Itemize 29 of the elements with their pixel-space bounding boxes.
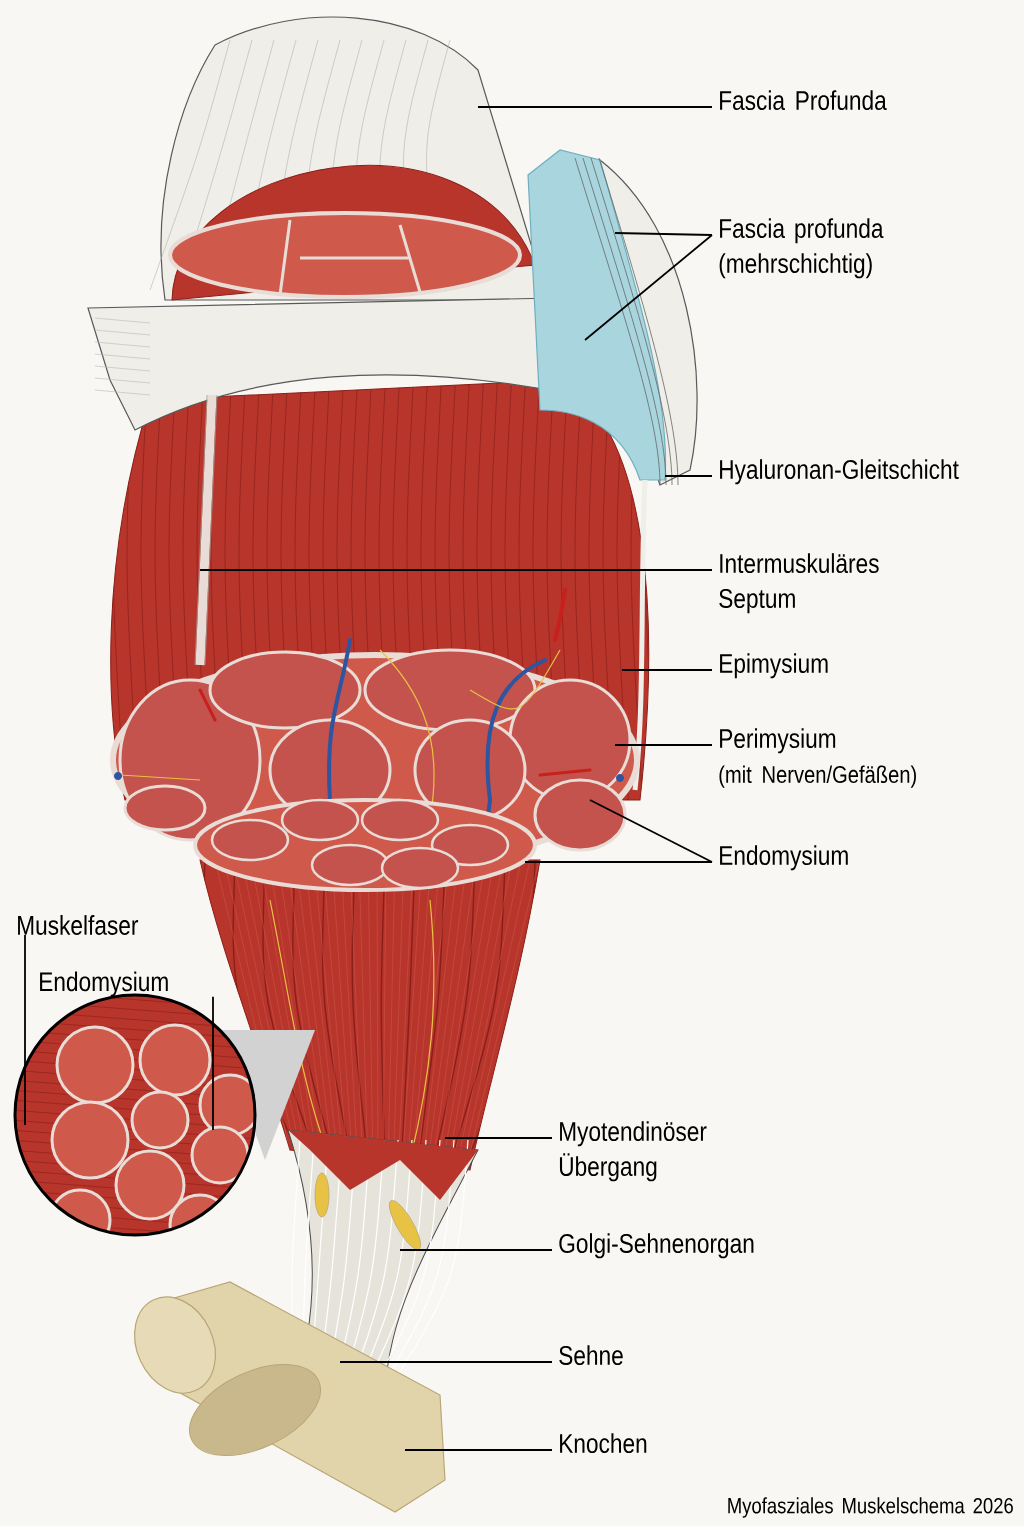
label: Fascia profunda (mehrschichtig) <box>719 218 884 279</box>
leader-line <box>584 234 713 341</box>
leader-line <box>621 669 713 671</box>
leader-line <box>404 1449 553 1451</box>
label: Golgi-Sehnenorgan <box>559 1233 754 1259</box>
leader-line <box>199 569 713 571</box>
leader-line <box>444 1137 553 1139</box>
label: Myotendinöser Übergang <box>559 1121 707 1182</box>
leader-line <box>477 106 713 108</box>
leader-line <box>614 744 713 746</box>
label: Fascia Profunda <box>720 90 887 111</box>
label: Perimysium (mit Nerven/Gefäßen) <box>719 728 916 788</box>
label: Sehne <box>559 1345 623 1366</box>
label: Epimysium <box>720 653 828 679</box>
leader-line <box>24 934 26 1126</box>
label: Knochen <box>560 1433 647 1454</box>
leader-line <box>524 861 713 863</box>
leader-line <box>589 799 713 863</box>
leader-line <box>614 232 713 236</box>
caption: Myofasziales Muskelschema 2026 <box>728 1497 1013 1518</box>
label: Endomysium <box>40 971 168 997</box>
label: Hyaluronan-Gleitschicht <box>720 459 959 485</box>
leader-line <box>664 475 713 477</box>
label: Endomysium <box>720 845 848 871</box>
label: Muskelfaser <box>18 915 139 935</box>
leader-line <box>339 1361 553 1363</box>
leader-line <box>399 1249 553 1251</box>
label: Intermuskuläres Septum <box>719 553 879 614</box>
leader-line <box>212 995 214 1131</box>
